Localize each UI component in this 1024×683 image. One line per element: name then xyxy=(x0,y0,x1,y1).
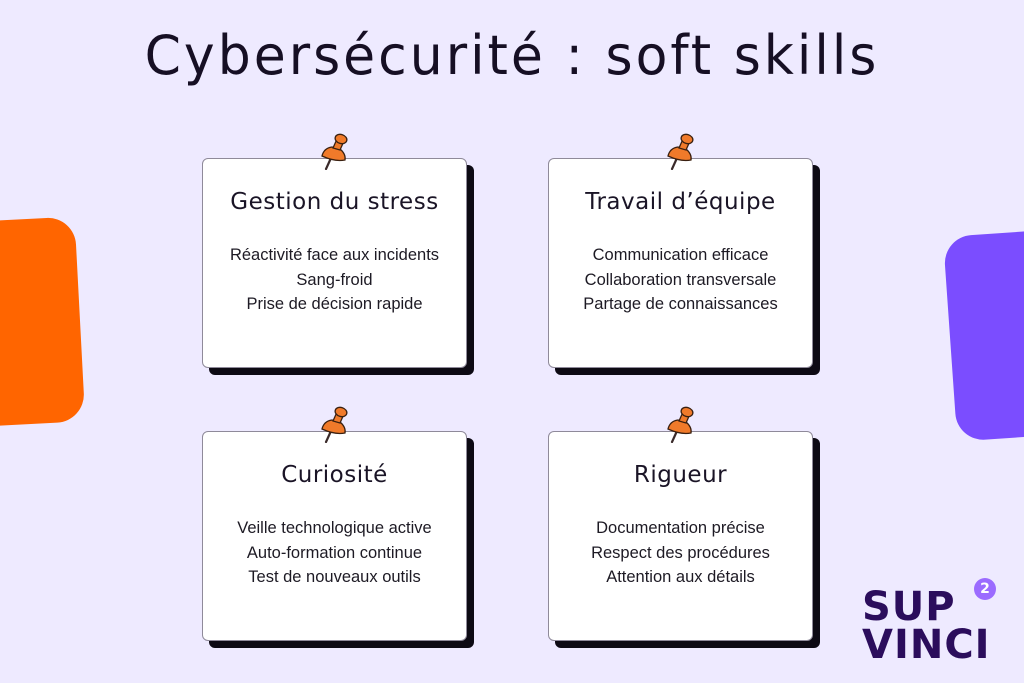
card-item-list: Veille technologique active Auto-formati… xyxy=(203,516,466,590)
card-item: Respect des procédures xyxy=(591,543,770,562)
card-title: Rigueur xyxy=(633,462,728,488)
supvinci-logo: SUP 2 VINCI xyxy=(862,578,1012,668)
card-item: Auto-formation continue xyxy=(246,543,423,562)
pushpin-icon xyxy=(667,133,694,170)
logo-text-vinci: VINCI xyxy=(862,622,991,668)
skill-card-curiosity: Curiosité Veille technologique active Au… xyxy=(202,406,474,648)
card-title: Curiosité xyxy=(281,462,388,488)
skill-card-stress: Gestion du stress Réactivité face aux in… xyxy=(202,133,474,375)
card-item: Documentation précise xyxy=(596,519,765,537)
card-body: Gestion du stress Réactivité face aux in… xyxy=(202,158,467,368)
card-body: Travail d’équipe Communication efficace … xyxy=(548,158,813,368)
card-item-list: Communication efficace Collaboration tra… xyxy=(549,243,812,317)
skill-card-teamwork: Travail d’équipe Communication efficace … xyxy=(548,133,820,375)
card-item: Attention aux détails xyxy=(606,568,755,586)
logo-text-sup: SUP xyxy=(862,584,956,630)
card-item-list: Réactivité face aux incidents Sang-froid… xyxy=(203,243,466,317)
card-item: Prise de décision rapide xyxy=(246,295,423,313)
card-item: Partage de connaissances xyxy=(583,295,778,313)
decorative-orange-shape xyxy=(0,216,86,429)
pushpin-icon xyxy=(321,406,348,443)
pushpin-icon xyxy=(667,406,694,443)
page-title: Cybersécurité : soft skills xyxy=(144,24,880,88)
pushpin-icon xyxy=(321,133,348,170)
card-item: Réactivité face aux incidents xyxy=(229,246,440,264)
card-item: Collaboration transversale xyxy=(584,270,777,289)
card-item-list: Documentation précise Respect des procéd… xyxy=(549,516,812,590)
card-body: Curiosité Veille technologique active Au… xyxy=(202,431,467,641)
skill-card-rigor: Rigueur Documentation précise Respect de… xyxy=(548,406,820,648)
card-body: Rigueur Documentation précise Respect de… xyxy=(548,431,813,641)
card-title: Gestion du stress xyxy=(230,189,439,215)
card-item: Test de nouveaux outils xyxy=(248,568,421,586)
card-item: Sang-froid xyxy=(296,270,373,289)
card-item: Communication efficace xyxy=(592,246,769,264)
card-title: Travail d’équipe xyxy=(585,189,776,215)
card-item: Veille technologique active xyxy=(237,519,432,537)
decorative-purple-shape xyxy=(943,227,1024,442)
logo-badge: 2 xyxy=(974,578,996,600)
